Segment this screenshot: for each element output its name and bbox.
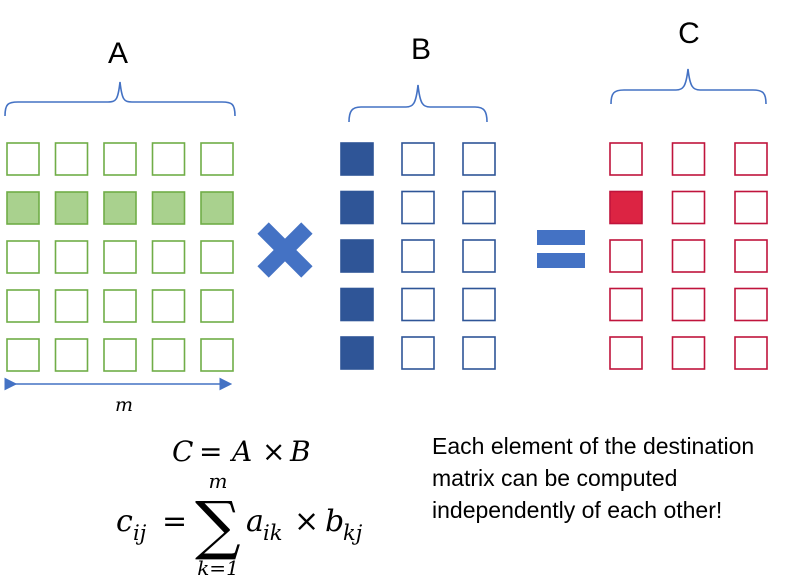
matrix-b-cell-r2-c3 bbox=[462, 190, 496, 225]
matrix-b-cell-r3-c2 bbox=[401, 239, 435, 273]
formula-bkj-subscript: kj bbox=[343, 521, 363, 545]
formula-cij: c bbox=[116, 504, 133, 539]
formula-times: × bbox=[262, 435, 285, 468]
matrix-a-cell-r1-c4 bbox=[151, 142, 186, 176]
matrix-c bbox=[609, 142, 768, 370]
matrix-a-cell-r4-c5 bbox=[200, 289, 234, 323]
formula-cij-subscript: ij bbox=[133, 521, 147, 545]
matrix-b-cell-r3-c3 bbox=[462, 239, 496, 273]
matrix-a-label: A bbox=[108, 37, 128, 70]
matrix-b-cell-r5-c3 bbox=[462, 336, 496, 370]
matrix-a-cell-r3-c5 bbox=[200, 240, 234, 274]
matrix-a-cell-r2-c4 bbox=[151, 191, 186, 225]
matrix-a-brace bbox=[4, 81, 236, 117]
matrix-b-cell-r1-c3 bbox=[462, 142, 496, 176]
matrix-b-cell-r1-c2 bbox=[401, 142, 435, 176]
matrix-c-brace bbox=[610, 68, 767, 105]
summation-lower-bound: k=1 bbox=[197, 556, 239, 578]
matrix-a bbox=[6, 142, 234, 372]
matrix-a-cell-r3-c2 bbox=[54, 240, 89, 274]
formula-a: A bbox=[229, 435, 252, 468]
matrix-c-cell-r1-c2 bbox=[671, 142, 706, 176]
formula-b: B bbox=[289, 435, 311, 468]
element-sum-formula: c ij = ∑ m k=1 a ik × b kj bbox=[116, 469, 363, 578]
explanation-note: Each element of the destination matrix c… bbox=[432, 430, 792, 526]
matrix-b-cell-r5-c2 bbox=[401, 336, 435, 370]
matrix-a-cell-r2-c3 bbox=[103, 191, 137, 225]
matrix-a-cell-r3-c1 bbox=[6, 240, 40, 274]
matrix-a-cell-r4-c1 bbox=[6, 289, 40, 323]
matrix-c-cell-r5-c3 bbox=[734, 336, 768, 370]
matrix-a-cell-r4-c2 bbox=[54, 289, 89, 323]
matrix-b-label: B bbox=[411, 33, 431, 66]
matrix-a-cell-r4-c3 bbox=[103, 289, 137, 323]
note-line: matrix can be computed bbox=[432, 465, 678, 491]
formula-c: C bbox=[172, 435, 193, 468]
matrix-b-cell-r4-c2 bbox=[401, 287, 435, 322]
formula-aik: a bbox=[246, 504, 264, 539]
matrix-b-brace bbox=[348, 84, 488, 123]
matrix-a-cell-r2-c2 bbox=[54, 191, 89, 225]
matrix-c-cell-r1-c3 bbox=[734, 142, 768, 176]
note-line: Each element of the destination bbox=[432, 433, 755, 459]
matrix-c-cell-r2-c1 bbox=[609, 190, 643, 225]
multiply-x-icon bbox=[257, 222, 313, 278]
matrix-c-cell-r5-c2 bbox=[671, 336, 706, 370]
matrix-c-cell-r3-c3 bbox=[734, 239, 768, 273]
matrix-b-cell-r4-c3 bbox=[462, 287, 496, 322]
matrix-a-cell-r5-c1 bbox=[6, 338, 40, 372]
matrix-b-cell-r4-c1 bbox=[340, 287, 374, 322]
matrix-a-cell-r1-c3 bbox=[103, 142, 137, 176]
matrix-a-cell-r4-c4 bbox=[151, 289, 186, 323]
matrix-b bbox=[340, 142, 496, 370]
equals-icon bbox=[537, 230, 585, 268]
matrix-a-cell-r5-c2 bbox=[54, 338, 89, 372]
matrix-a-cell-r5-c3 bbox=[103, 338, 137, 372]
matrix-a-cell-r1-c2 bbox=[54, 142, 89, 176]
formula-element-times: × bbox=[294, 504, 319, 539]
matrix-b-cell-r2-c1 bbox=[340, 190, 374, 225]
formula-aik-subscript: ik bbox=[263, 521, 282, 545]
matrix-b-cell-r3-c1 bbox=[340, 239, 374, 273]
matrix-c-cell-r5-c1 bbox=[609, 336, 643, 370]
formula-bkj: b bbox=[325, 504, 344, 539]
matrix-b-cell-r1-c1 bbox=[340, 142, 374, 176]
formula-equals: = bbox=[199, 435, 222, 468]
summation-icon: ∑ bbox=[195, 489, 241, 563]
matrix-c-cell-r4-c2 bbox=[671, 287, 706, 322]
matrix-a-cell-r2-c1 bbox=[6, 191, 40, 225]
dimension-m-label: m bbox=[115, 394, 133, 416]
matrix-c-cell-r2-c3 bbox=[734, 190, 768, 225]
matrix-a-cell-r1-c1 bbox=[6, 142, 40, 176]
matrix-a-cell-r2-c5 bbox=[200, 191, 234, 225]
matrix-c-cell-r1-c1 bbox=[609, 142, 643, 176]
matrix-c-cell-r2-c2 bbox=[671, 190, 706, 225]
formula-element-equals: = bbox=[162, 504, 187, 539]
matrix-c-cell-r4-c1 bbox=[609, 287, 643, 322]
matrix-b-cell-r2-c2 bbox=[401, 190, 435, 225]
matrix-a-cell-r1-c5 bbox=[200, 142, 234, 176]
matrix-a-cell-r3-c3 bbox=[103, 240, 137, 274]
matrix-a-cell-r5-c4 bbox=[151, 338, 186, 372]
matrix-c-cell-r3-c2 bbox=[671, 239, 706, 273]
summation-upper-bound: m bbox=[209, 469, 228, 493]
matrix-c-cell-r3-c1 bbox=[609, 239, 643, 273]
matrix-b-cell-r5-c1 bbox=[340, 336, 374, 370]
matrix-c-label: C bbox=[678, 17, 700, 50]
matrix-c-cell-r4-c3 bbox=[734, 287, 768, 322]
matrix-a-cell-r5-c5 bbox=[200, 338, 234, 372]
matrix-a-cell-r3-c4 bbox=[151, 240, 186, 274]
matrix-product-formula: C = A × B bbox=[172, 435, 311, 468]
note-line: independently of each other! bbox=[432, 497, 723, 523]
